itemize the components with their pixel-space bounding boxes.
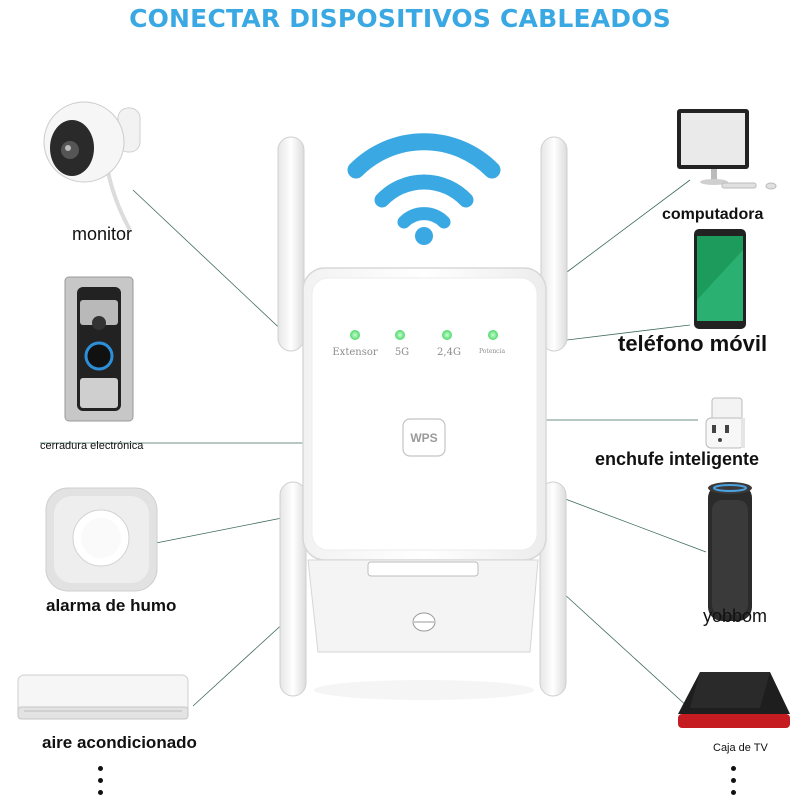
wifi-extender-icon: Extensor 5G 2,4G Potencia WPS: [302, 267, 547, 700]
wps-button-label: WPS: [410, 431, 437, 445]
device-label-speaker: yobbom: [703, 606, 768, 626]
phone-icon: [694, 229, 746, 329]
led-label-potencia: Potencia: [479, 348, 506, 355]
led-label-24g: 2,4G: [437, 347, 461, 358]
air-conditioner-icon: [17, 674, 189, 720]
doorbell-icon: [64, 276, 134, 422]
smart-plug-icon: [705, 397, 745, 449]
computer-icon: [677, 109, 777, 190]
device-label-smoke-alarm: alarma de humo: [46, 596, 177, 615]
more-dots-icon: [98, 766, 104, 802]
smart-speaker-icon: [708, 482, 752, 621]
connector-lines: [40, 179, 707, 719]
device-label-monitor: monitor: [72, 224, 133, 244]
wifi-icon: [347, 133, 501, 245]
smoke-alarm-icon: [45, 487, 158, 592]
device-label-smart-plug: enchufe inteligente: [595, 449, 760, 469]
device-label-lock: cerradura electrónica: [40, 440, 144, 452]
led-label-5g: 5G: [395, 347, 409, 358]
device-label-phone: teléfono móvil: [618, 331, 768, 356]
device-label-computer: computadora: [662, 206, 764, 223]
page-title: CONECTAR DISPOSITIVOS CABLEADOS: [129, 4, 671, 33]
device-label-tv-box: Caja de TV: [713, 742, 768, 754]
device-label-air-conditioner: aire acondicionado: [42, 733, 197, 752]
security-camera-icon: [43, 101, 141, 231]
tv-box-icon: [678, 672, 790, 728]
led-label-extensor: Extensor: [332, 347, 377, 358]
more-dots-icon: [731, 766, 737, 802]
